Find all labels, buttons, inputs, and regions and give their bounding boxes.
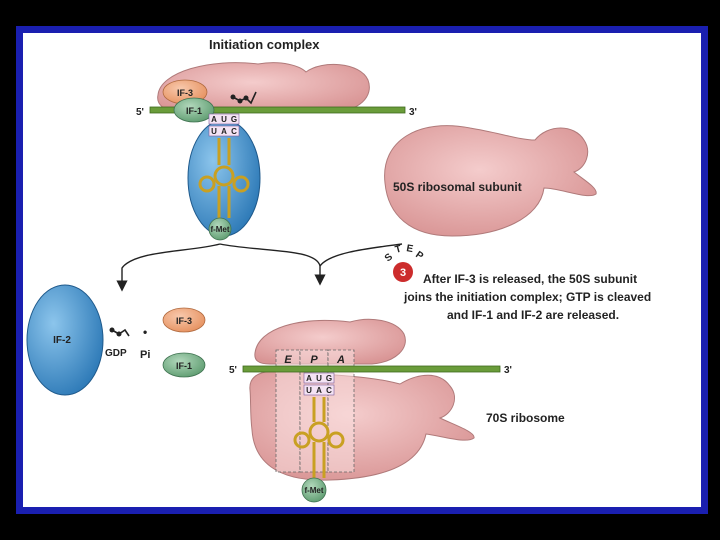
anticodon-base-1-bottom: U (306, 386, 312, 395)
mrna-strand-bottom: 5' 3' (229, 365, 512, 376)
step-caption-line-1: After IF-3 is released, the 50S subunit (423, 272, 637, 286)
subunit-50s-label: 50S ribosomal subunit (393, 180, 522, 194)
anticodon-base-1: U (211, 127, 217, 136)
step-number: 3 (400, 267, 406, 279)
codon-pair-bottom: A U G U A C (303, 372, 335, 396)
fmet-bottom: f-Met (301, 477, 327, 503)
step-caption-line-3: and IF-1 and IF-2 are released. (447, 308, 619, 322)
branch-arrows (116, 243, 403, 292)
trna-cloverleaf-bottom (293, 397, 345, 478)
mrna-strand-top: 5' 3' (136, 106, 417, 118)
site-p-label: P (310, 354, 318, 366)
fmet-label-bottom: f-Met (304, 486, 323, 495)
step-letter-e: E (405, 243, 414, 255)
initiation-complex-title: Initiation complex (209, 37, 320, 52)
codon-base-1-bottom: A (306, 374, 312, 383)
phosphate-dot: • (143, 325, 147, 339)
codon-pair-top: A U G U A C (208, 113, 240, 137)
if2-label: IF-2 (53, 335, 71, 346)
site-e-label: E (284, 354, 292, 366)
if3-label-released: IF-3 (176, 316, 192, 326)
mrna-3prime-label: 3' (409, 107, 417, 118)
step-caption: After IF-3 is released, the 50S subunit … (403, 272, 651, 322)
codon-base-3-bottom: G (326, 374, 332, 383)
step-caption-line-2: joins the initiation complex; GTP is cle… (403, 290, 651, 304)
site-a-label: A (336, 354, 345, 366)
anticodon-base-3: C (231, 127, 237, 136)
if2-factor-released: IF-2 (26, 284, 104, 396)
anticodon-base-2: A (221, 127, 227, 136)
if1-factor-top: IF-1 (173, 97, 215, 123)
large-ribosomal-subunit: 50S ribosomal subunit (384, 125, 597, 237)
codon-base-3: G (231, 115, 237, 124)
ribosome-70s-label: 70S ribosome (486, 411, 565, 425)
anticodon-base-2-bottom: A (316, 386, 322, 395)
codon-base-1: A (211, 115, 217, 124)
mrna-5prime-label-bottom: 5' (229, 365, 237, 376)
fmet-label-top: f-Met (210, 225, 229, 234)
gdp-molecule-icon (109, 327, 130, 337)
pi-label: Pi (140, 349, 150, 361)
if1-label-released: IF-1 (176, 361, 192, 371)
step-letter-t: T (394, 244, 403, 256)
gdp-label: GDP (105, 348, 127, 359)
codon-base-2: U (221, 115, 227, 124)
gtp-molecule-icon (230, 91, 257, 105)
trna-cloverleaf-top (198, 138, 250, 218)
codon-base-2-bottom: U (316, 374, 322, 383)
if3-label-top: IF-3 (177, 88, 193, 98)
mrna-5prime-label: 5' (136, 107, 144, 118)
fmet-top: f-Met (208, 217, 232, 241)
step-letter-p: P (413, 249, 425, 262)
if1-label-top: IF-1 (186, 106, 202, 116)
anticodon-base-3-bottom: C (326, 386, 332, 395)
if1-factor-released: IF-1 (162, 352, 206, 378)
step-letter-s: S (383, 251, 395, 264)
if3-factor-released: IF-3 (162, 307, 206, 333)
mrna-3prime-label-bottom: 3' (504, 365, 512, 376)
step-badge: 3 (393, 262, 413, 282)
